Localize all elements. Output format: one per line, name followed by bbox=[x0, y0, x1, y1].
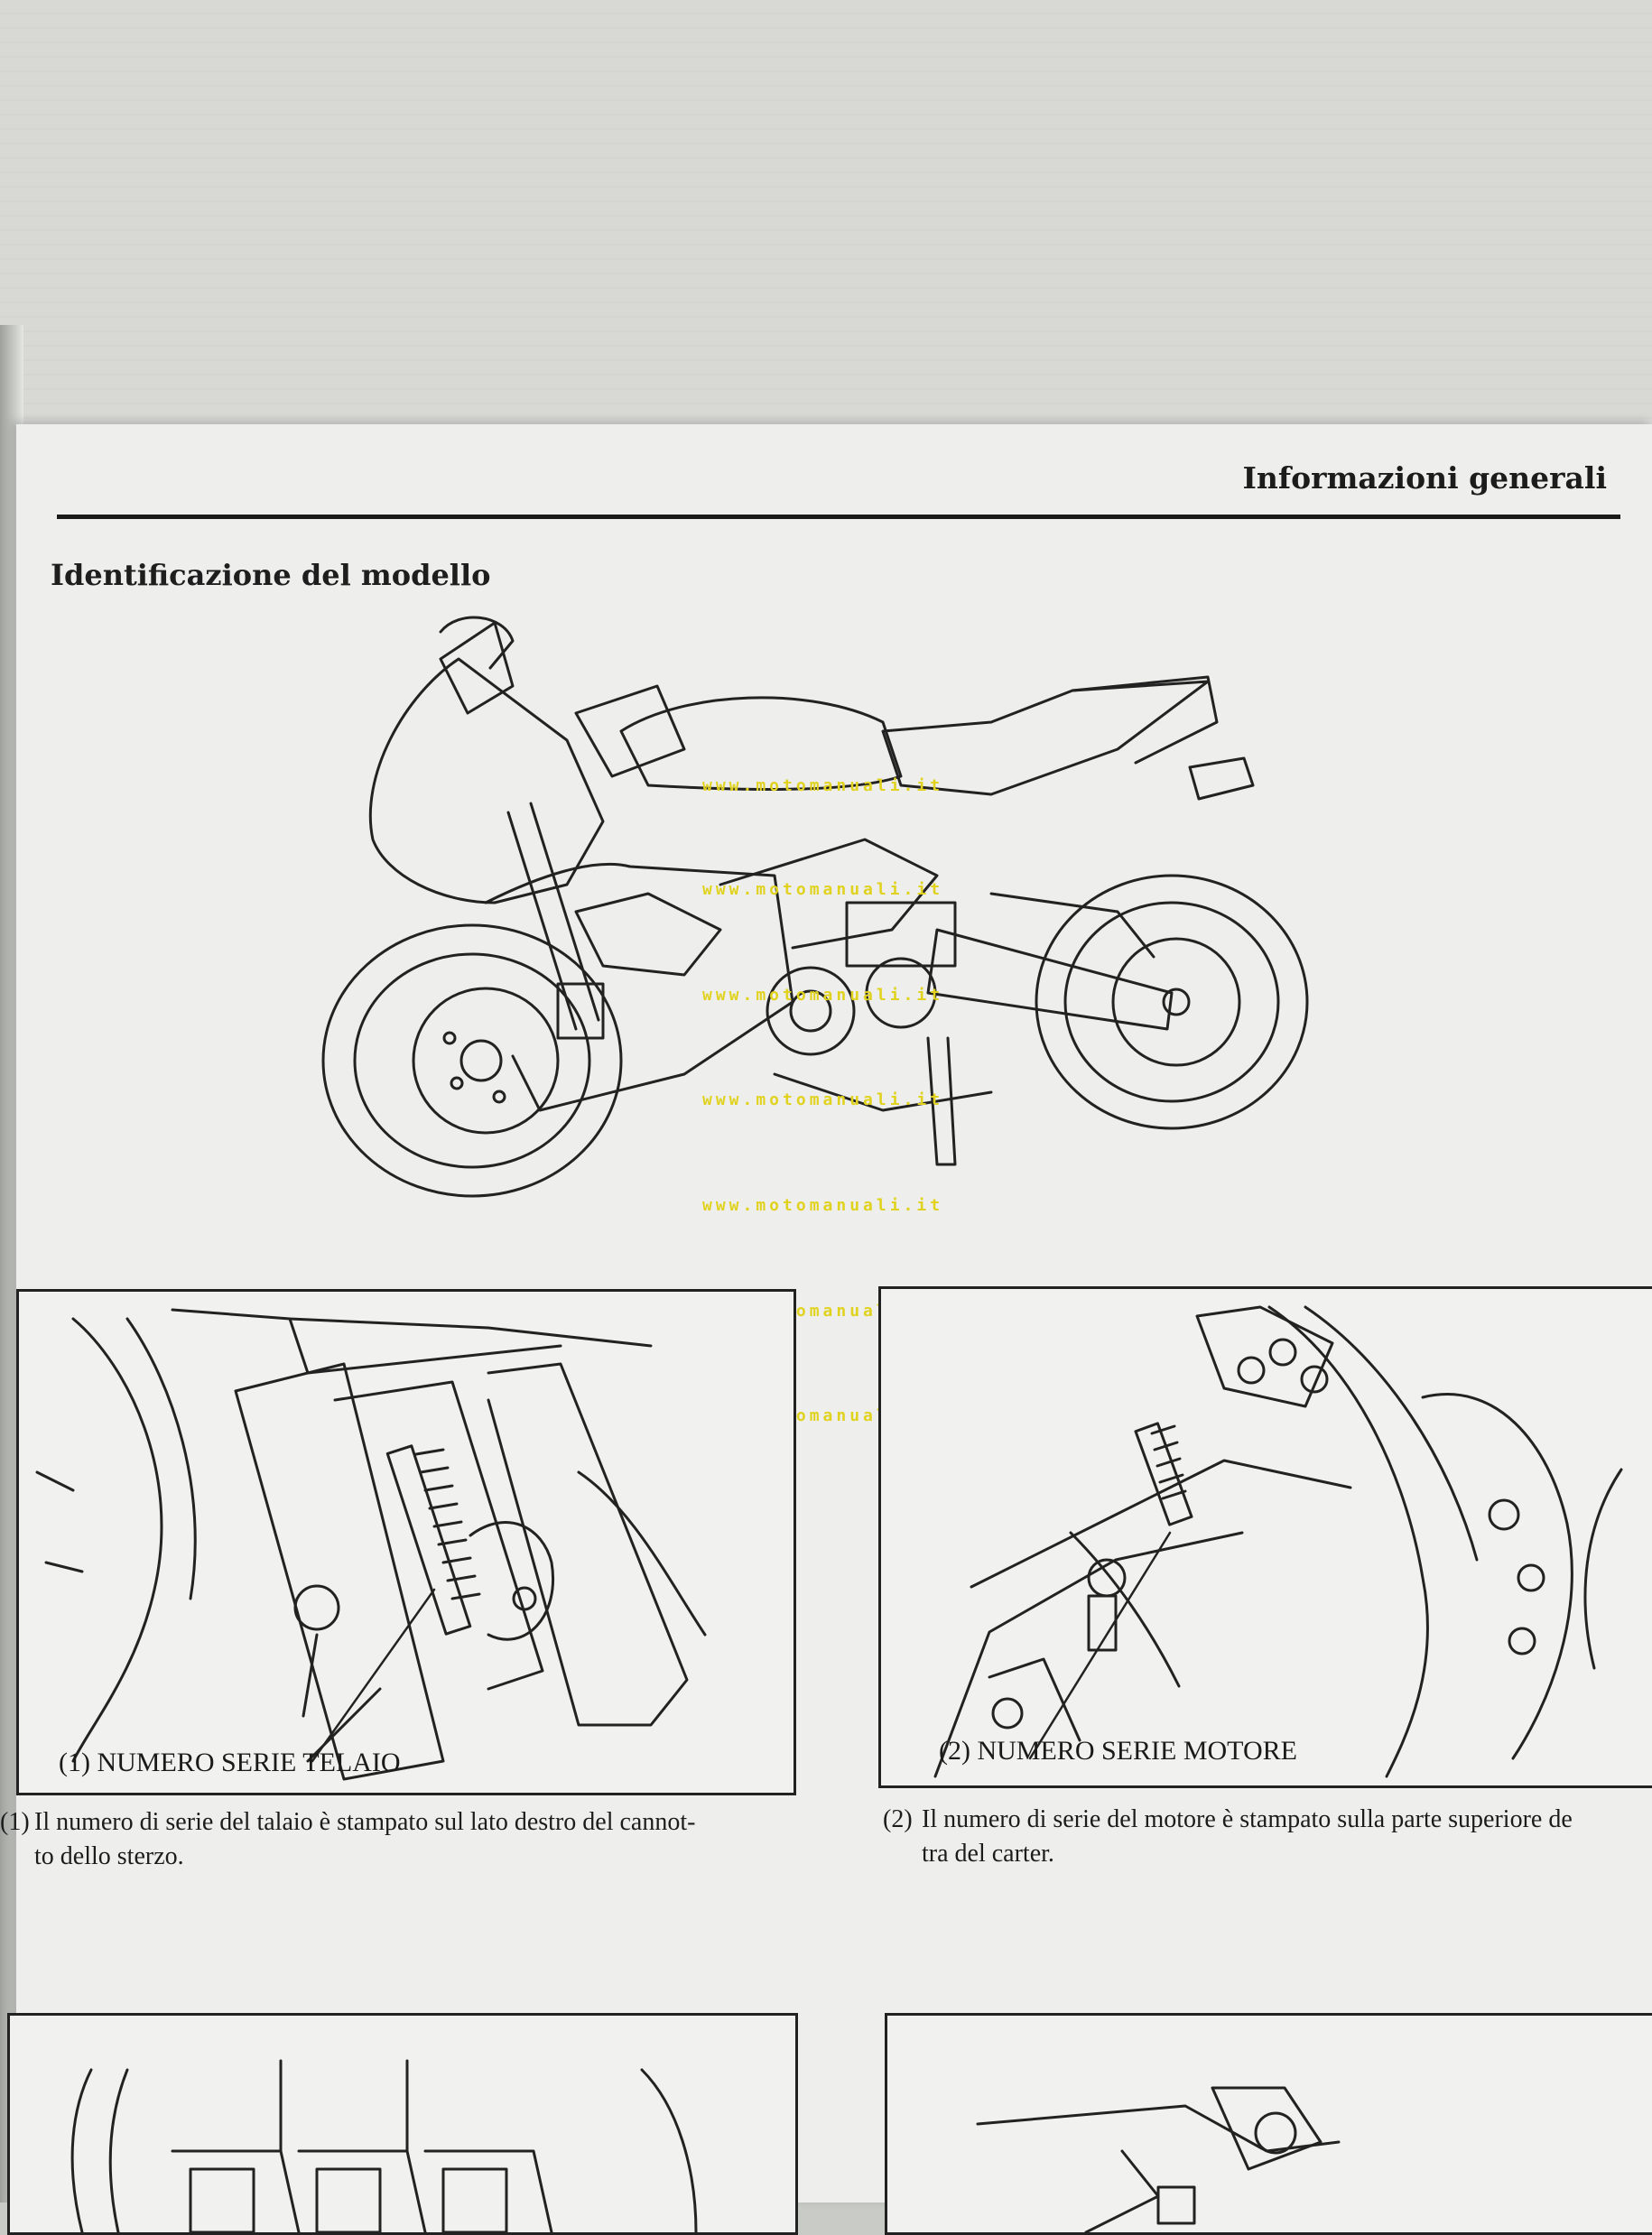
steering-head-illustration bbox=[35, 1308, 707, 1781]
frame-caption-line-1: Il numero di serie del talaio è stampato… bbox=[34, 1808, 696, 1836]
desk-background bbox=[0, 0, 1652, 433]
engine-detail-illustration bbox=[976, 2086, 1341, 2232]
engine-number-label: (2) NUMERO SERIE MOTORE bbox=[939, 1736, 1297, 1766]
frame-number-label: (1) NUMERO SERIE TELAIO bbox=[59, 1748, 401, 1777]
header-rule bbox=[57, 515, 1620, 519]
lower-left-figure bbox=[7, 2013, 798, 2235]
frame-number-figure: (1) NUMERO SERIE TELAIO bbox=[16, 1289, 796, 1795]
engine-caption-line-2: tra del carter. bbox=[922, 1840, 1054, 1868]
page-header: Informazioni generali bbox=[1242, 460, 1607, 496]
watermark-text: www.motomanuali.it bbox=[702, 1090, 944, 1109]
engine-caption-line-1: Il numero di serie del motore è stampato… bbox=[922, 1805, 1573, 1833]
cylinder-head-illustration bbox=[70, 2059, 698, 2232]
frame-caption-number: (1) bbox=[0, 1808, 30, 1836]
lower-right-figure bbox=[885, 2013, 1652, 2235]
frame-caption-line-2: to dello sterzo. bbox=[34, 1842, 184, 1870]
crankcase-illustration bbox=[933, 1305, 1623, 1778]
manual-page: Informazioni generali Identificazione de… bbox=[0, 424, 1652, 2235]
motorcycle-illustration bbox=[321, 616, 1309, 1198]
watermark-text: www.motomanuali.it bbox=[702, 880, 944, 899]
watermark-text: www.motomanuali.it bbox=[702, 986, 944, 1005]
section-title: Identificazione del modello bbox=[51, 558, 491, 592]
engine-number-figure: (2) NUMERO SERIE MOTORE bbox=[878, 1286, 1652, 1788]
engine-caption-number: (2) bbox=[883, 1805, 913, 1833]
watermark-text: www.motomanuali.it bbox=[702, 776, 944, 795]
watermark-text: www.motomanuali.it bbox=[702, 1196, 944, 1215]
